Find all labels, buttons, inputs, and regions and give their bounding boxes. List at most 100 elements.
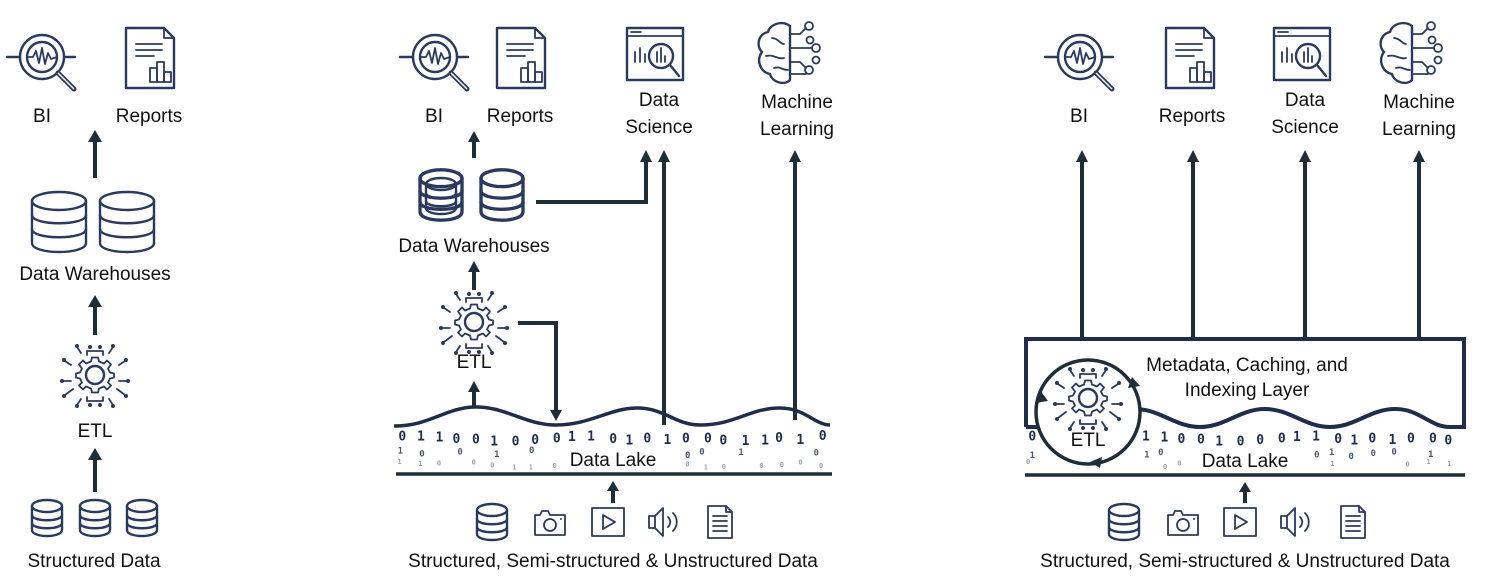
report-document-icon [124,26,176,90]
binary-digit: 0 [1429,432,1437,447]
binary-digit: 0 [1406,460,1410,468]
binary-digit: 0 [1177,460,1181,468]
arrowhead [88,295,102,307]
binary-digit: 0 [814,448,819,458]
binary-digit: 0 [552,462,556,470]
binary-digit: 0 [1237,435,1245,450]
binary-digit: 1 [738,448,743,458]
consumer-label-reports: Reports [1159,106,1226,127]
report-document-icon [495,26,547,90]
consumer-label-bi: BI [1070,106,1088,127]
binary-digit: 0 [437,460,441,468]
binary-digit: 1 [1144,450,1149,460]
source-data-label: Structured, Semi-structured & Unstructur… [1040,551,1450,572]
data-warehouse-icon [30,190,88,254]
binary-digit: 1 [663,433,671,448]
arrowhead [1299,150,1311,162]
binary-digit: 0 [643,432,651,447]
database-icon [78,498,112,538]
bi-magnifier-icon [1045,35,1113,89]
bi-magnifier-icon [400,35,468,89]
binary-digit: 1 [1142,429,1150,444]
binary-digit: 0 [1158,448,1163,458]
binary-digit: 0 [471,458,475,466]
binary-digit: 0 [819,462,823,470]
panel-lakehouse: BI Reports Data Science Machine Learning… [1024,20,1466,572]
database-icon [30,498,64,538]
binary-digit: 0 [685,460,689,468]
binary-digit: 1 [529,463,533,471]
layer-label-line1: Metadata, Caching, and [1146,355,1348,376]
consumer-label-bi: BI [33,106,51,127]
arrowhead [789,150,801,162]
consumer-label-ml-line1: Machine [1383,92,1455,113]
binary-digit: 0 [1407,432,1415,447]
arrowhead [468,131,480,142]
binary-digit: 1 [398,447,403,457]
binary-digit: 0 [529,446,534,456]
binary-digit: 1 [418,460,422,468]
layer-label-line2: Indexing Layer [1185,380,1310,401]
binary-digit: 0 [1444,433,1452,448]
binary-digit: 0 [1391,448,1396,458]
binary-digit: 1 [417,429,425,444]
arrowhead [658,150,670,162]
binary-digit: 1 [1388,433,1396,448]
binary-digit: 0 [819,429,827,444]
etl-label: ETL [457,352,492,373]
binary-digit: 0 [699,448,704,458]
binary-digit: 0 [1368,432,1376,447]
document-icon [707,505,733,539]
binary-digit: 0 [472,432,480,447]
source-data-label: Structured, Semi-structured & Unstructur… [408,551,818,572]
consumer-label-ml-line2: Learning [1382,119,1456,140]
consumer-label-data-science-line2: Science [1271,117,1339,138]
binary-digit: 1 [397,458,401,466]
data-science-icon [625,26,685,82]
report-document-icon [1164,26,1216,90]
binary-digit: 0 [609,432,617,447]
database-icon [125,498,159,538]
database-icon [475,502,509,542]
arrowhead [1076,150,1088,162]
data-lake-label: Data Lake [570,450,657,471]
speaker-icon [1280,507,1310,537]
cycle-arrowhead [1036,390,1048,403]
arrowhead [1413,150,1425,162]
binary-digit: 1 [796,433,804,448]
binary-digit: 1 [761,433,769,448]
binary-digit: 1 [742,434,750,449]
arrowhead [468,261,480,272]
binary-digit: 0 [722,463,726,471]
consumer-label-bi: BI [425,106,443,127]
binary-digit: 1 [625,434,633,449]
binary-digit: 0 [1028,430,1036,445]
arrow-etl-to-lake [518,321,558,412]
cycle-arrowhead [1128,377,1140,388]
binary-digit: 0 [490,462,494,470]
binary-digit: 0 [1314,450,1319,460]
arrowhead [1187,150,1199,162]
data-warehouses-label: Data Warehouses [398,236,549,257]
arrowhead [607,481,619,491]
binary-digit: 1 [1329,448,1334,458]
binary-digit: 0 [704,432,712,447]
binary-digit: 0 [780,461,784,469]
data-warehouses-label: Data Warehouses [19,264,170,285]
database-icon [1107,502,1141,542]
panel-two-tier: BI Reports Data Science Machine Learning… [393,20,834,572]
arrowhead [1239,482,1251,492]
arrowhead [88,130,102,142]
document-icon [1340,505,1366,539]
binary-digit: 1 [1030,451,1035,461]
consumer-label-ml-line2: Learning [760,119,834,140]
speaker-icon [648,507,678,537]
etl-label: ETL [1071,430,1106,451]
etl-chip-icon [437,289,511,357]
panel-data-warehouse: BI Reports Data Warehouses ETL Structure… [7,26,183,572]
consumer-label-reports: Reports [116,106,183,127]
binary-digit: 1 [435,431,443,446]
binary-digit: 0 [1197,432,1205,447]
